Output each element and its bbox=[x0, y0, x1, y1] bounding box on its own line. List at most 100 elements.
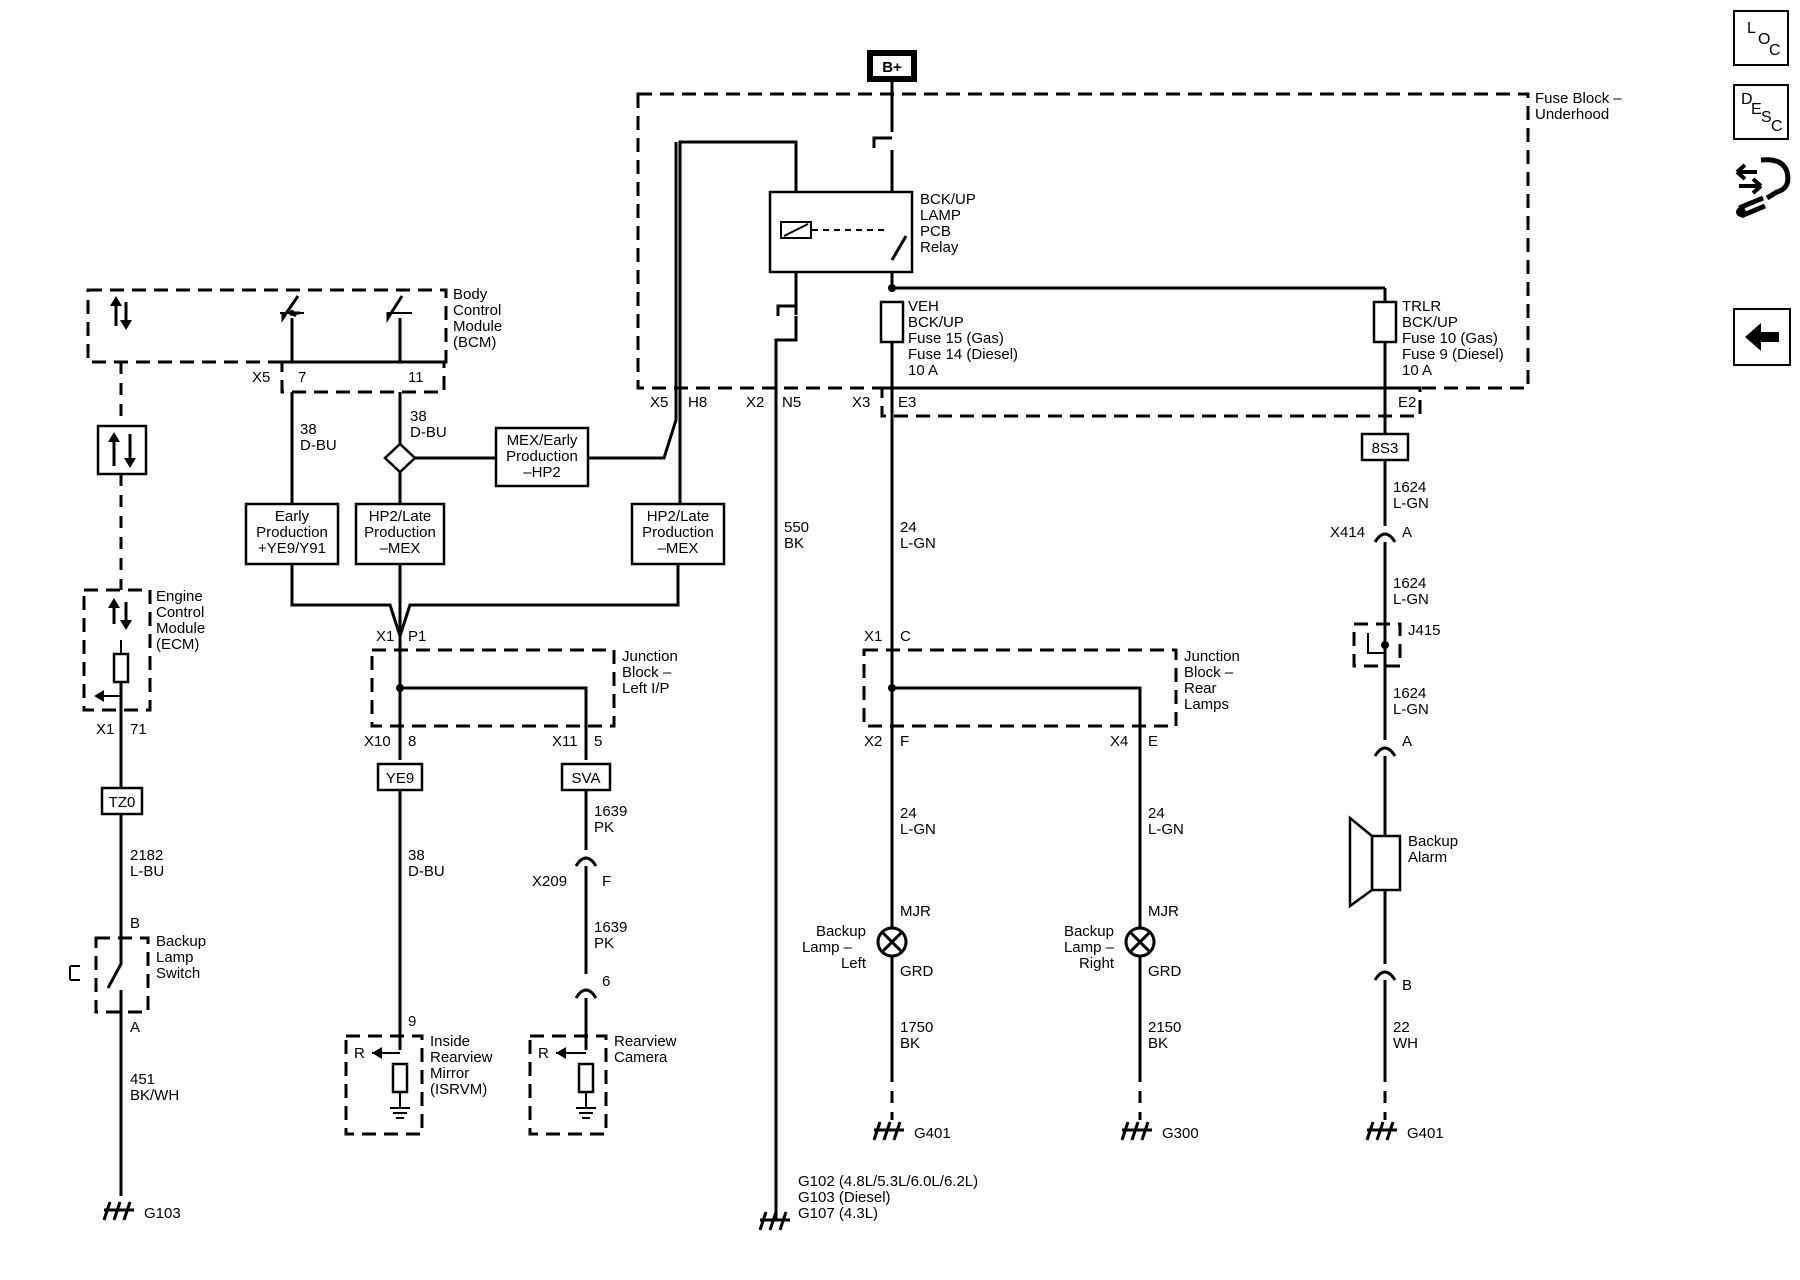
svg-text:G401: G401 bbox=[1407, 1125, 1444, 1142]
svg-text:G103: G103 bbox=[144, 1205, 181, 1222]
svg-text:G300: G300 bbox=[1162, 1125, 1199, 1142]
svg-text:11: 11 bbox=[408, 369, 424, 386]
svg-text:E: E bbox=[1148, 733, 1158, 750]
svg-text:9: 9 bbox=[408, 1013, 416, 1030]
hp2-late-production-box-b bbox=[630, 502, 726, 566]
svg-text:X4: X4 bbox=[1110, 733, 1128, 750]
description-button[interactable]: D E S C bbox=[1733, 84, 1789, 140]
desc-letter-d: D bbox=[1741, 91, 1753, 108]
battery-positive-terminal: B+ bbox=[867, 50, 917, 82]
inside-rearview-mirror bbox=[344, 1034, 424, 1136]
svg-text:X2: X2 bbox=[746, 394, 764, 411]
loc-letter-c: C bbox=[1769, 42, 1781, 59]
rearview-camera bbox=[528, 1034, 608, 1136]
svg-text:J415: J415 bbox=[1408, 622, 1441, 639]
ground-g102: G102 (4.8L/5.3L/6.0L/6.2L)G103 (Diesel)G… bbox=[798, 1173, 978, 1222]
relay-label: BCK/UP LAMP PCB Relay bbox=[920, 191, 980, 256]
svg-text:SVA: SVA bbox=[572, 770, 601, 787]
bcm-label: Body Control Module (BCM) bbox=[453, 286, 506, 351]
svg-text:X5: X5 bbox=[252, 369, 270, 386]
svg-text:A: A bbox=[1402, 524, 1412, 541]
svg-text:B: B bbox=[1402, 977, 1412, 994]
svg-text:X10: X10 bbox=[364, 733, 391, 750]
svg-text:X5: X5 bbox=[650, 394, 668, 411]
svg-text:X414: X414 bbox=[1330, 524, 1365, 541]
svg-text:R: R bbox=[538, 1045, 549, 1062]
veh-fuse-label: VEH BCK/UP Fuse 15 (Gas) Fuse 14 (Diesel… bbox=[908, 298, 1022, 379]
svg-text:E3: E3 bbox=[898, 394, 916, 411]
backup-lamp-right bbox=[1124, 926, 1156, 958]
svg-text:MJR: MJR bbox=[900, 903, 931, 920]
svg-text:B: B bbox=[130, 915, 140, 932]
relay-coil bbox=[780, 221, 812, 239]
svg-text:X2: X2 bbox=[864, 733, 882, 750]
trailer-backup-fuse bbox=[1372, 300, 1398, 344]
svg-text:R: R bbox=[354, 1045, 365, 1062]
desc-letter-c: C bbox=[1771, 118, 1783, 135]
svg-text:P1: P1 bbox=[408, 628, 426, 645]
svg-text:YE9: YE9 bbox=[386, 770, 414, 787]
svg-text:71: 71 bbox=[130, 721, 147, 738]
trlr-fuse-label: TRLR BCK/UP Fuse 10 (Gas) Fuse 9 (Diesel… bbox=[1402, 298, 1508, 379]
location-button[interactable]: L O C bbox=[1733, 10, 1789, 66]
loc-letter-l: L bbox=[1747, 20, 1756, 37]
svg-text:6: 6 bbox=[602, 973, 610, 990]
body-control-module bbox=[86, 288, 448, 364]
mex-early-production-box bbox=[494, 426, 590, 488]
svg-text:X209: X209 bbox=[532, 873, 567, 890]
svg-text:G401: G401 bbox=[914, 1125, 951, 1142]
fuse-block-label: Fuse Block – Underhood bbox=[1535, 90, 1626, 123]
junction-block-left-ip bbox=[370, 648, 616, 728]
svg-text:H8: H8 bbox=[688, 394, 707, 411]
option-tz0 bbox=[100, 786, 144, 816]
backup-lamp-left bbox=[876, 926, 908, 958]
back-button[interactable] bbox=[1733, 308, 1791, 366]
hp2-late-production-box-a bbox=[354, 502, 446, 566]
svg-text:8S3: 8S3 bbox=[1372, 440, 1399, 457]
svg-text:GRD: GRD bbox=[1148, 963, 1182, 980]
svg-text:X3: X3 bbox=[852, 394, 870, 411]
connector-tools-icon[interactable] bbox=[1733, 152, 1793, 224]
loc-letter-o: O bbox=[1758, 31, 1771, 48]
desc-letter-e: E bbox=[1751, 101, 1762, 118]
junction-block-rear-lamps bbox=[862, 648, 1178, 728]
desc-letter-s: S bbox=[1761, 109, 1772, 126]
arrow-left-icon bbox=[1745, 323, 1779, 351]
svg-text:A: A bbox=[1402, 733, 1412, 750]
svg-text:X1: X1 bbox=[96, 721, 114, 738]
svg-text:GRD: GRD bbox=[900, 963, 934, 980]
svg-text:E2: E2 bbox=[1398, 394, 1416, 411]
svg-text:5: 5 bbox=[594, 733, 602, 750]
svg-text:MJR: MJR bbox=[1148, 903, 1179, 920]
